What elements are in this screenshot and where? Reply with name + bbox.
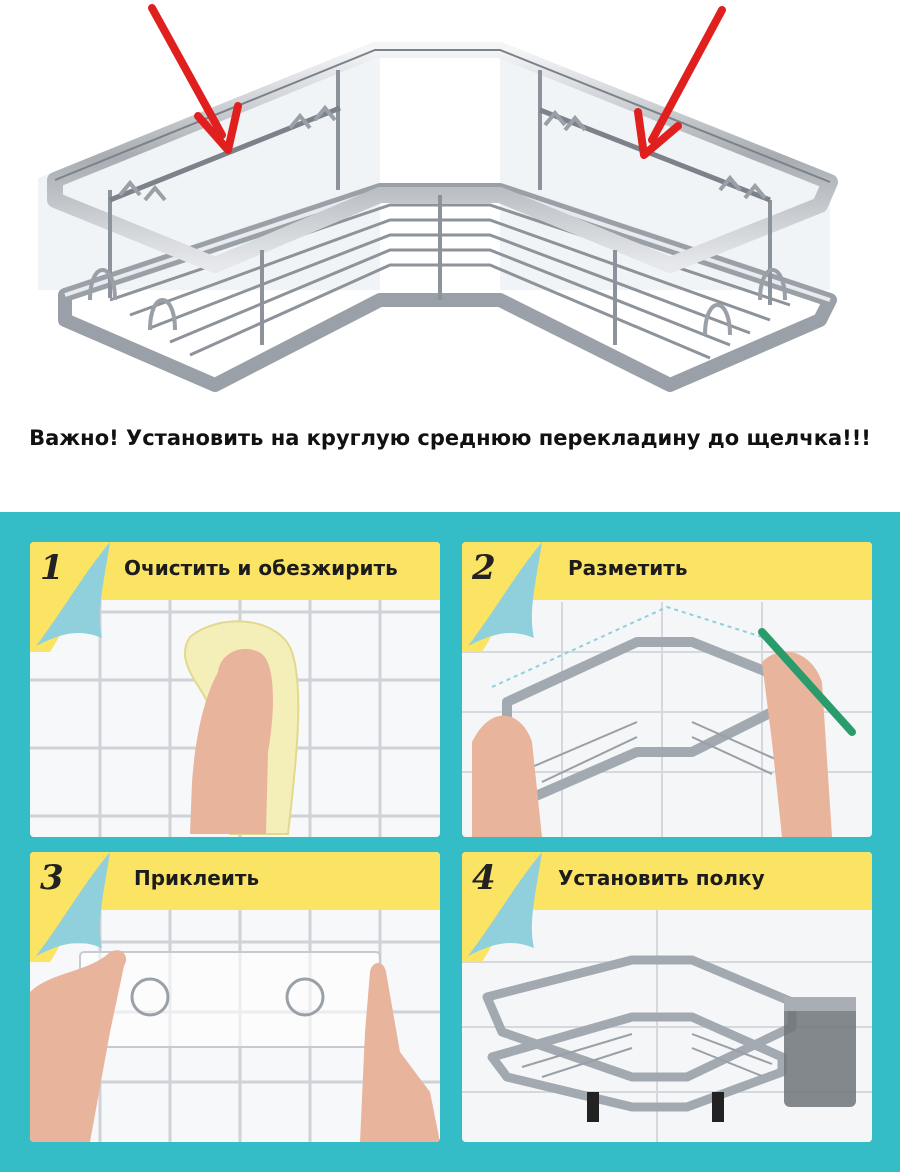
step-label: Установить полку	[558, 866, 765, 890]
step-number: 1	[40, 548, 64, 588]
step-card-4: 4 Установить полку	[462, 852, 872, 1142]
notice-text: Важно! Установить на круглую среднюю пер…	[29, 426, 871, 450]
step-number: 4	[472, 858, 496, 898]
step-label: Очистить и обезжирить	[124, 556, 398, 580]
page-curl-icon	[462, 852, 542, 962]
step-card-2: 2 Разметить	[462, 542, 872, 837]
step-number: 3	[40, 858, 64, 898]
page-curl-icon	[30, 542, 110, 652]
step-card-3: 3 Приклеить	[30, 852, 440, 1142]
left-arrow-icon	[148, 4, 242, 154]
page-curl-icon	[462, 542, 542, 652]
step-label: Приклеить	[134, 866, 260, 890]
corner-shelf-illustration	[38, 4, 838, 392]
step-card-1: 1 Очистить и обезжирить	[30, 542, 440, 837]
step-number: 2	[472, 548, 496, 588]
installation-steps: 1 Очистить и обезжирить 2	[0, 512, 900, 1172]
step-label: Разметить	[568, 556, 688, 580]
page-curl-icon	[30, 852, 110, 962]
right-arrow-icon	[634, 6, 726, 159]
